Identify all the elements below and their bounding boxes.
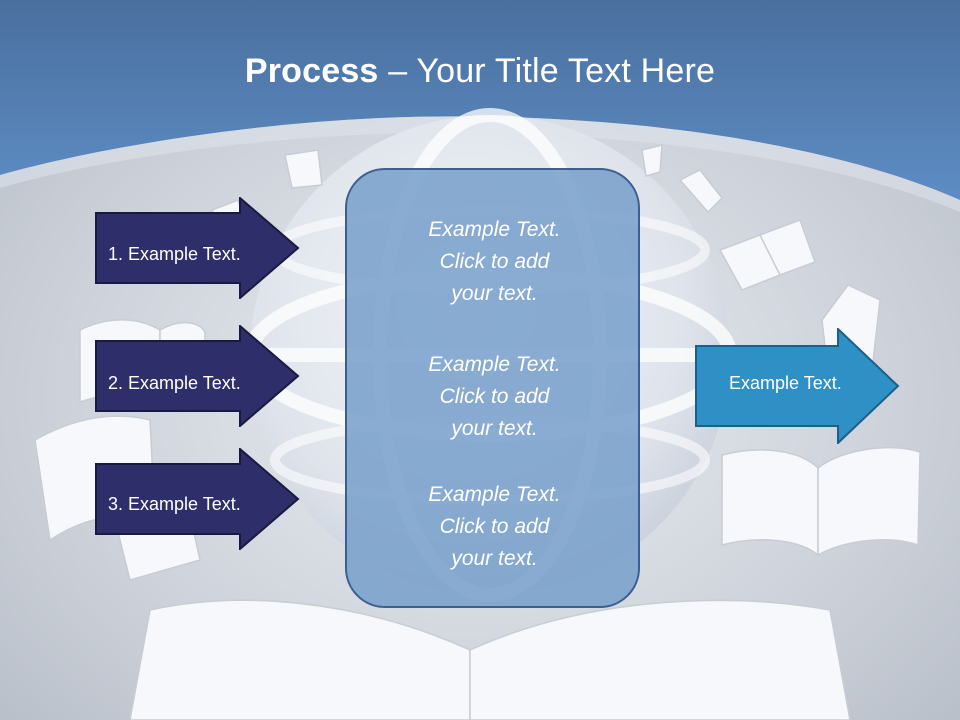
center-block-1-line-1: Example Text. xyxy=(428,218,561,241)
left-arrow-1-label: 1. Example Text. xyxy=(108,244,241,264)
left-arrow-2-label: 2. Example Text. xyxy=(108,373,241,393)
center-block-3-line-2: Click to add xyxy=(439,515,550,538)
left-arrow-3[interactable] xyxy=(95,448,300,550)
slide-title: Process – Your Title Text Here xyxy=(0,52,960,91)
center-text-block-2: Example Text. Click to add your text. xyxy=(347,349,642,445)
title-bold: Process xyxy=(244,52,379,90)
center-block-1-line-2: Click to add xyxy=(439,250,550,273)
center-block-2-line-1: Example Text. xyxy=(428,353,561,376)
title-rest: – Your Title Text Here xyxy=(378,52,716,90)
center-block-3-line-1: Example Text. xyxy=(428,483,561,506)
center-text-block-1: Example Text. Click to add your text. xyxy=(347,214,642,310)
left-arrow-2[interactable] xyxy=(95,325,300,427)
center-block-3-line-3: your text. xyxy=(451,547,538,570)
right-arrow-label: Example Text. xyxy=(729,373,842,393)
center-block-2-line-2: Click to add xyxy=(439,385,550,408)
center-block-1-line-3: your text. xyxy=(451,282,538,305)
right-arrow[interactable] xyxy=(695,328,900,444)
left-arrow-3-label: 3. Example Text. xyxy=(108,494,241,514)
center-block-2-line-3: your text. xyxy=(451,417,538,440)
center-text-block-3: Example Text. Click to add your text. xyxy=(347,479,642,575)
center-text-box[interactable]: Example Text. Click to add your text. Ex… xyxy=(345,168,640,608)
left-arrow-1[interactable] xyxy=(95,197,300,299)
